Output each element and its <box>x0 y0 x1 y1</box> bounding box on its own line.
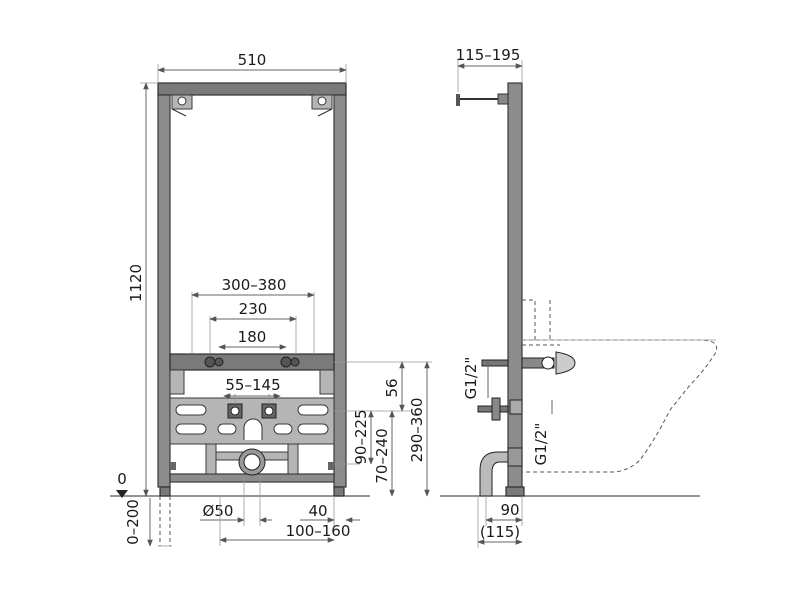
dim-90: 90 <box>485 496 523 526</box>
dim-90-label: 90 <box>500 501 519 519</box>
side-frame-upright <box>507 82 523 497</box>
dim-100-160-label: 100–160 <box>286 522 351 540</box>
dim-290-360: 290–360 <box>408 361 430 497</box>
upper-water-fitting <box>481 351 576 375</box>
floor-range-label: 0–200 <box>124 499 142 545</box>
dim-height-1120: 1120 <box>127 82 158 497</box>
dim-90-225-label: 90–225 <box>352 409 370 464</box>
dim-115-label: (115) <box>480 523 520 541</box>
dim-70-240: 70–240 <box>373 410 395 497</box>
dim-floor-range: 0–200 <box>124 496 172 547</box>
dim-70-240-label: 70–240 <box>373 428 391 483</box>
bidet-outline <box>522 299 718 473</box>
diameter-label: Ø50 <box>203 502 234 520</box>
waste-support-left <box>205 443 217 475</box>
span-outer-label: 300–380 <box>222 276 287 294</box>
dim-span-inner: 180 <box>218 328 287 350</box>
front-view: 510 1120 300–380 230 180 <box>110 51 432 547</box>
span-mid-label: 230 <box>239 300 268 318</box>
top-left-bracket <box>171 94 193 117</box>
depth-label: 115–195 <box>456 46 521 64</box>
mount-bolt-left <box>204 356 216 368</box>
left-side-plate <box>169 369 185 395</box>
thread-top-label: G1/2" <box>462 357 480 400</box>
side-view: 115–195 G1/2" G1/2" <box>440 46 718 548</box>
dim-56-label: 56 <box>383 378 401 397</box>
thread-bottom-label: G1/2" <box>532 423 550 466</box>
right-side-plate <box>319 369 335 395</box>
dim-115: (115) <box>477 496 523 548</box>
dim-90-225: 90–225 <box>352 409 374 465</box>
dim-width-510: 510 <box>157 51 347 83</box>
dim-56: 56 <box>383 361 405 412</box>
waste-support-right <box>287 443 299 475</box>
dim-40-label: 40 <box>308 502 327 520</box>
water-inlet-left <box>227 403 243 419</box>
floor-zero-label: 0 <box>117 470 127 488</box>
floor-zero-marker: 0 <box>116 470 128 498</box>
water-inlet-right <box>261 403 277 419</box>
top-right-bracket <box>311 94 333 117</box>
dim-span-outer: 300–380 <box>191 276 315 354</box>
dim-span-mid: 230 <box>209 300 297 354</box>
dim-100-160: 100–160 <box>219 496 351 546</box>
height-label: 1120 <box>127 264 145 302</box>
waste-elbow <box>479 447 523 497</box>
mounting-crossbar <box>169 353 335 371</box>
wall-bracket-arm <box>456 93 509 106</box>
waste-pipe-outlet <box>238 448 266 476</box>
dim-pipe-span: 55–145 <box>223 376 281 404</box>
frame-top-bar <box>157 82 347 96</box>
frame-left-foot <box>159 486 171 497</box>
width-label: 510 <box>238 51 267 69</box>
dim-40: 40 <box>300 496 360 526</box>
dim-diameter: Ø50 <box>200 476 272 526</box>
dim-290-360-label: 290–360 <box>408 398 426 463</box>
lower-water-fitting <box>477 397 523 421</box>
pipe-span-label: 55–145 <box>225 376 280 394</box>
frame-right-upright <box>333 94 347 488</box>
dim-depth: 115–195 <box>456 46 523 92</box>
frame-right-foot <box>333 486 345 497</box>
span-inner-label: 180 <box>238 328 267 346</box>
frame-left-upright <box>157 94 171 488</box>
mount-bolt-right <box>280 356 292 368</box>
